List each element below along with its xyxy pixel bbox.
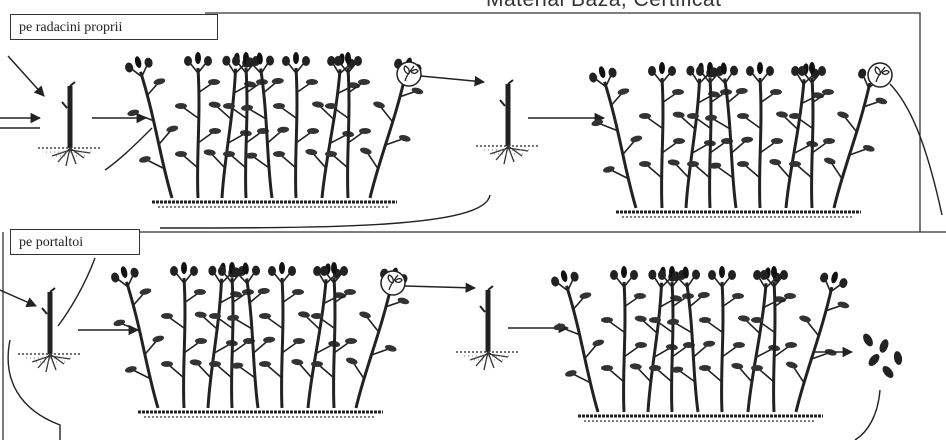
curve-bottom-right	[855, 390, 880, 440]
plant-row-icon-3	[100, 260, 418, 417]
curve-label	[58, 258, 95, 326]
curve-connector	[160, 195, 490, 228]
cutting-icon-1	[38, 82, 102, 166]
plant-row-icon-2	[578, 60, 896, 217]
cutting-icon-3	[18, 288, 82, 372]
bud-icon-3	[381, 271, 405, 295]
arrow-5	[405, 286, 475, 288]
bud-icon-1	[397, 62, 421, 86]
arrow-2	[421, 76, 484, 82]
plant-row-icon-1	[114, 50, 432, 207]
seeds-icon	[861, 332, 903, 380]
bud-icon-2	[868, 63, 892, 87]
curve-right	[890, 84, 942, 215]
plant-row-icon-4	[540, 264, 858, 421]
label-rootstock: pe portaltoi	[10, 229, 140, 255]
cutting-icon-2	[476, 80, 540, 164]
incoming-arrows	[0, 56, 44, 306]
curve-1	[105, 128, 152, 170]
label-own-roots: pe radacini proprii	[10, 14, 218, 40]
